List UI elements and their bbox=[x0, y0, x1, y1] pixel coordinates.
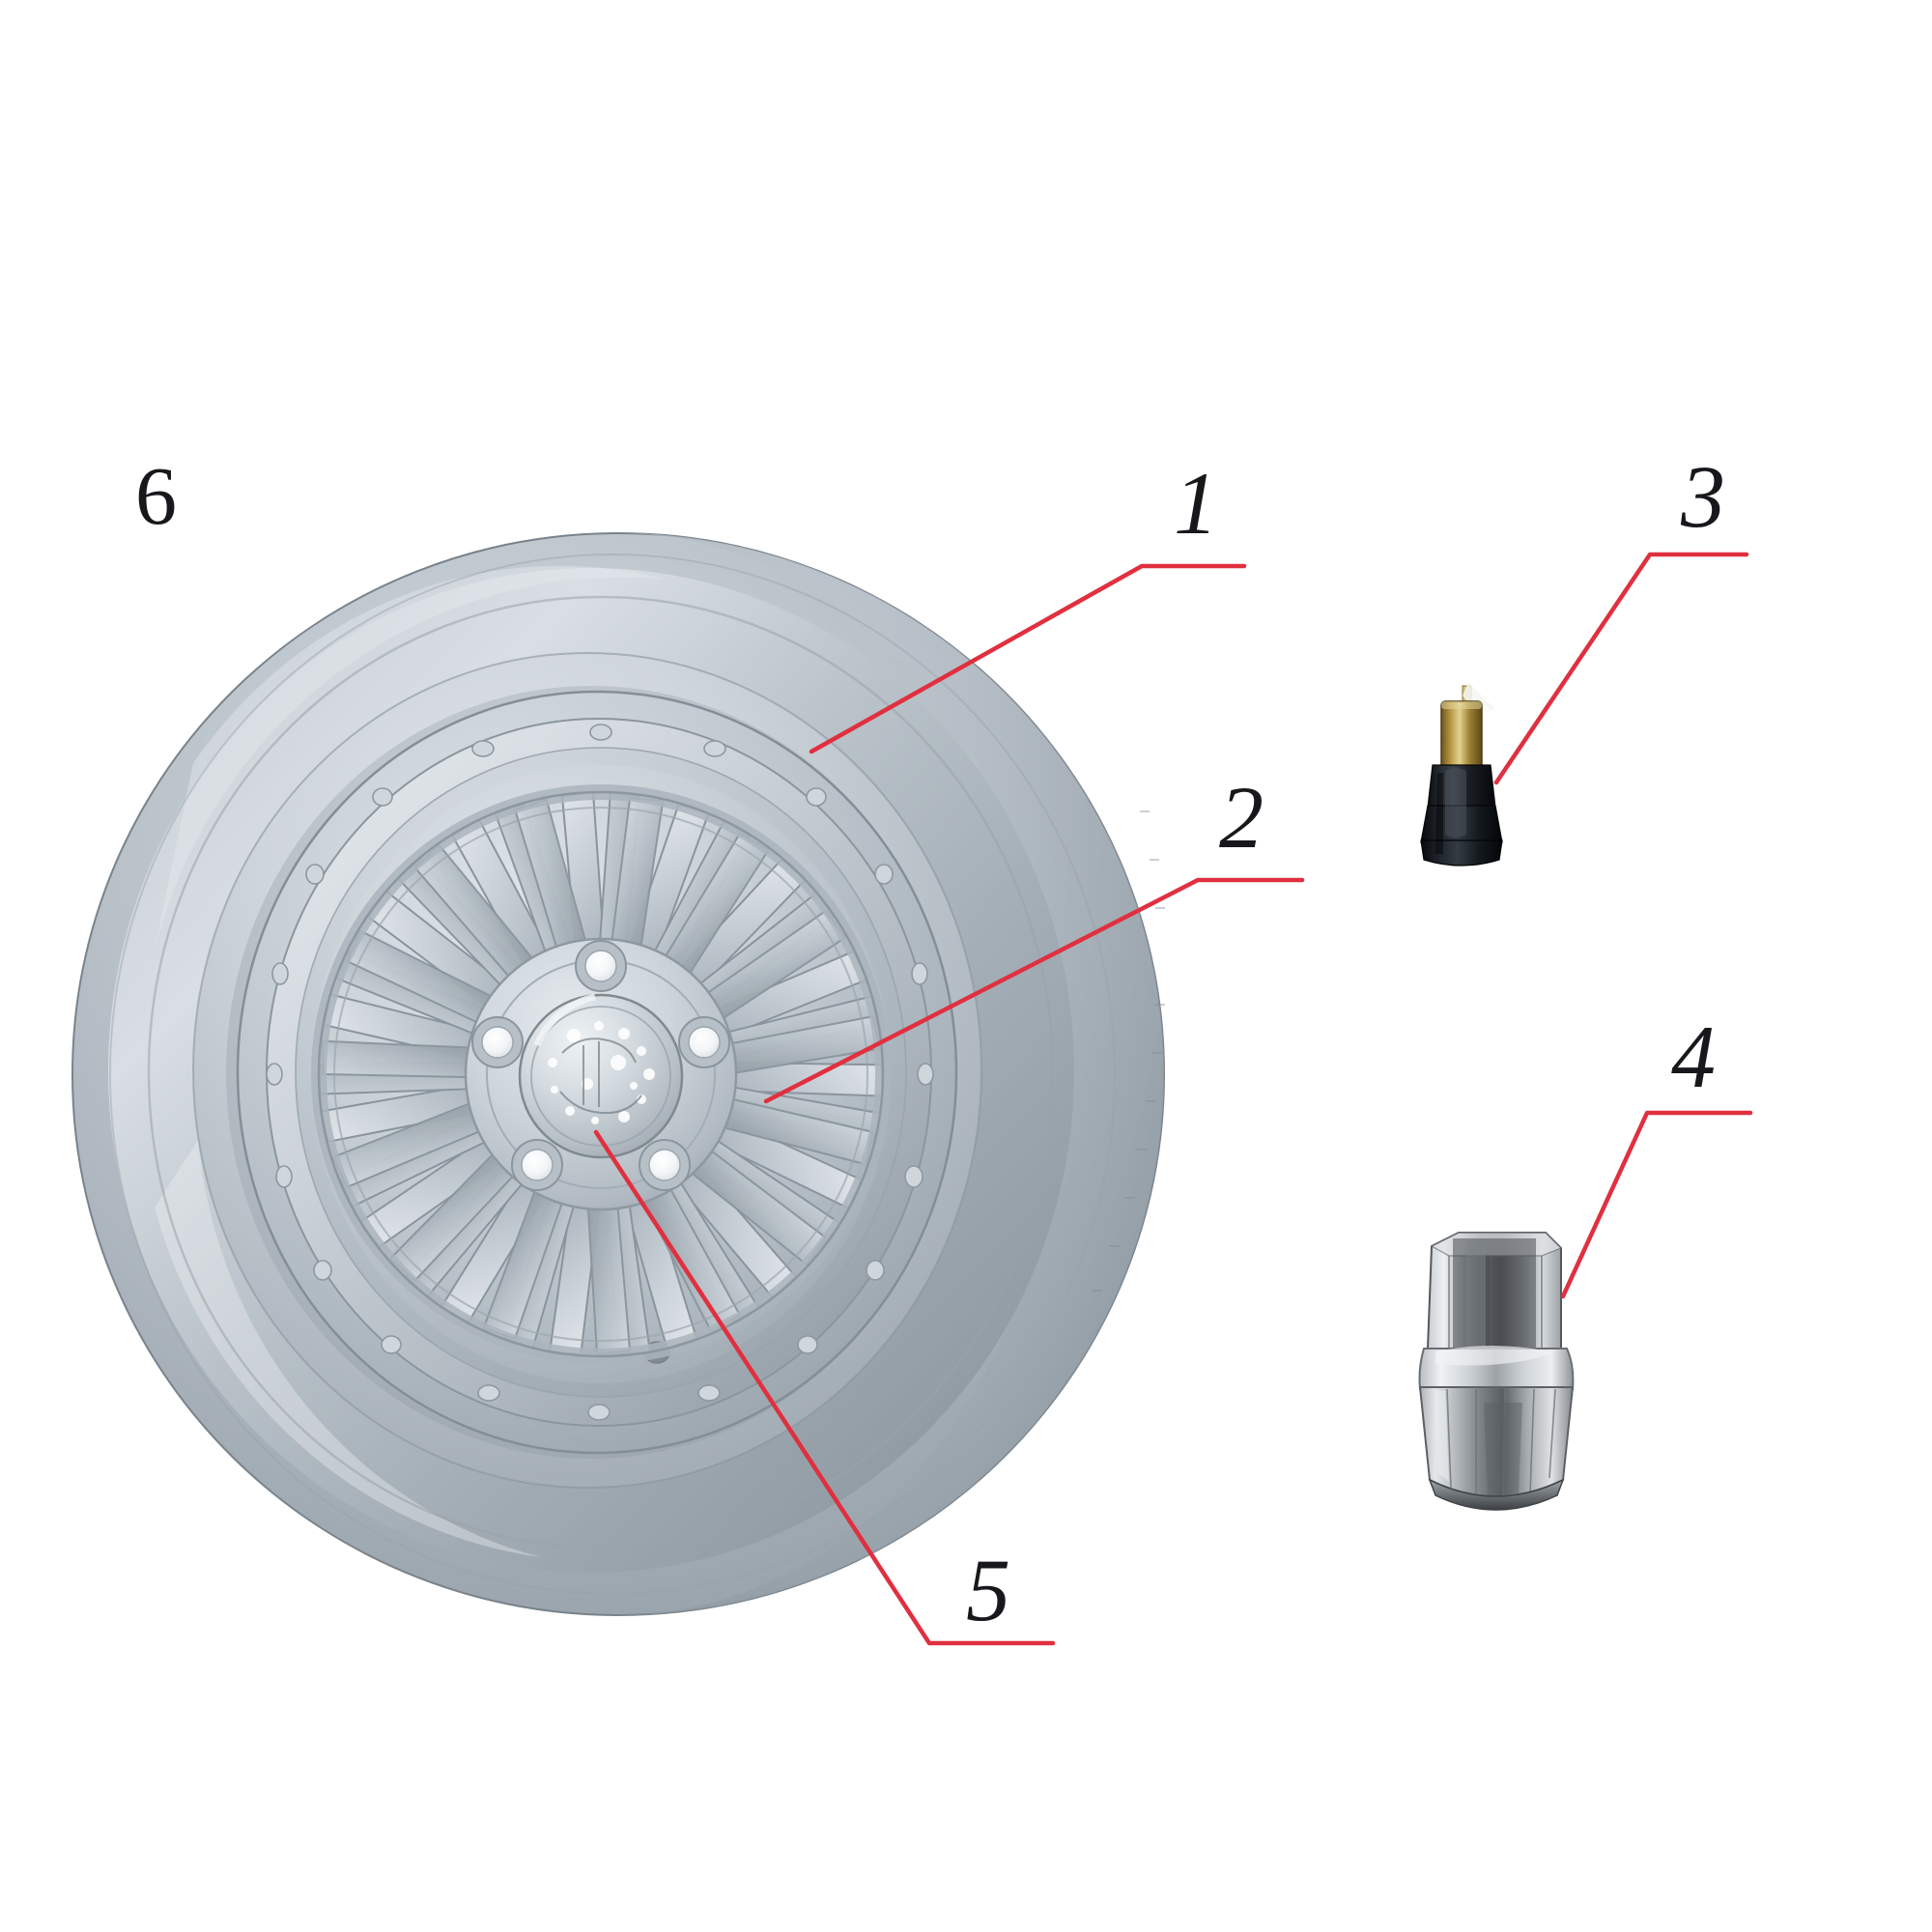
leader-line-4 bbox=[1560, 1110, 1753, 1299]
valve-stem[interactable] bbox=[1420, 682, 1503, 867]
wheel-and-tire-assembly[interactable] bbox=[71, 532, 1165, 1616]
leader-lines bbox=[593, 552, 1753, 1646]
leader-line-1 bbox=[809, 563, 1247, 754]
callout-label-1[interactable]: 1 bbox=[1174, 454, 1218, 553]
callout-label-2[interactable]: 2 bbox=[1219, 768, 1264, 867]
leader-line-3 bbox=[1493, 552, 1749, 785]
callout-label-5[interactable]: 5 bbox=[966, 1541, 1010, 1639]
lug-nut[interactable] bbox=[1418, 1232, 1575, 1511]
center-cap-emblem-shadow bbox=[559, 1037, 642, 1115]
center-cap-hub[interactable] bbox=[518, 993, 684, 1159]
rim-rivet-ring bbox=[266, 724, 934, 1421]
center-cap-emblem bbox=[548, 1021, 655, 1124]
leader-line-2 bbox=[763, 877, 1305, 1104]
callout-label-4[interactable]: 4 bbox=[1671, 1008, 1716, 1106]
callout-label-3[interactable]: 3 bbox=[1681, 447, 1725, 546]
leader-line-5 bbox=[593, 1129, 1056, 1646]
callout-label-6[interactable]: 6 bbox=[135, 449, 177, 542]
lug-holes bbox=[471, 940, 730, 1191]
